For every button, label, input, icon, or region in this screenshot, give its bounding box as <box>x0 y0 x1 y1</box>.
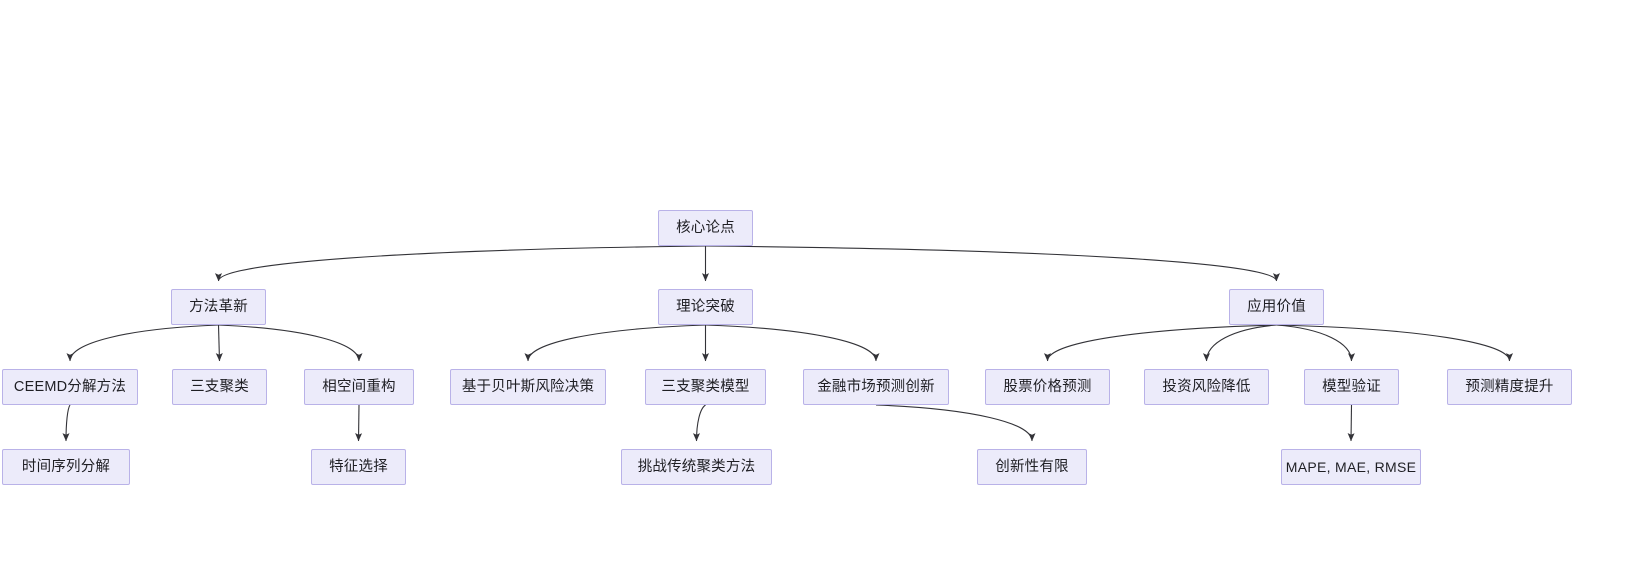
node-label-sub1: 时间序列分解 <box>21 458 111 475</box>
node-label-sub5: MAPE, MAE, RMSE <box>1285 459 1417 475</box>
edge-root-to-branch1 <box>215 245 706 282</box>
node-branch1[interactable]: 方法革新 <box>171 289 266 325</box>
node-label-leaf4: 基于贝叶斯风险决策 <box>461 378 595 395</box>
node-sub4[interactable]: 创新性有限 <box>977 449 1087 485</box>
node-label-branch2: 理论突破 <box>676 298 735 315</box>
node-leaf2[interactable]: 三支聚类 <box>172 369 267 405</box>
edge-leaf9-to-sub5 <box>1347 404 1355 442</box>
node-label-leaf5: 三支聚类模型 <box>661 378 750 395</box>
node-leaf9[interactable]: 模型验证 <box>1304 369 1399 405</box>
node-root[interactable]: 核心论点 <box>658 210 753 246</box>
node-sub3[interactable]: 挑战传统聚类方法 <box>621 449 772 485</box>
node-label-branch3: 应用价值 <box>1247 298 1306 315</box>
edge-branch1-to-leaf3 <box>218 324 363 362</box>
edge-branch2-to-leaf6 <box>705 324 880 362</box>
node-label-leaf9: 模型验证 <box>1322 378 1381 395</box>
edge-branch3-to-leaf8 <box>1202 324 1277 362</box>
edge-leaf3-to-sub2 <box>355 404 363 442</box>
node-label-leaf7: 股票价格预测 <box>1003 378 1092 395</box>
edge-group <box>62 245 1513 442</box>
node-label-leaf6: 金融市场预测创新 <box>817 378 935 395</box>
edge-root-to-branch3 <box>705 245 1280 282</box>
node-leaf7[interactable]: 股票价格预测 <box>985 369 1110 405</box>
node-leaf8[interactable]: 投资风险降低 <box>1144 369 1269 405</box>
edge-branch1-to-leaf2 <box>215 324 223 362</box>
edge-leaf1-to-sub1 <box>62 404 71 442</box>
edge-leaf5-to-sub3 <box>692 404 706 442</box>
node-label-root: 核心论点 <box>676 219 735 236</box>
edge-branch3-to-leaf7 <box>1044 324 1277 362</box>
node-label-leaf10: 预测精度提升 <box>1465 378 1554 395</box>
node-branch3[interactable]: 应用价值 <box>1229 289 1324 325</box>
node-label-sub4: 创新性有限 <box>995 458 1069 475</box>
node-label-leaf2: 三支聚类 <box>190 378 249 395</box>
node-label-leaf8: 投资风险降低 <box>1162 378 1251 395</box>
edge-leaf6-to-sub4 <box>875 404 1036 442</box>
node-branch2[interactable]: 理论突破 <box>658 289 753 325</box>
node-label-branch1: 方法革新 <box>189 298 248 315</box>
node-leaf5[interactable]: 三支聚类模型 <box>645 369 766 405</box>
node-leaf10[interactable]: 预测精度提升 <box>1447 369 1572 405</box>
node-label-sub3: 挑战传统聚类方法 <box>637 458 756 475</box>
node-label-leaf3: 相空间重构 <box>322 378 396 395</box>
node-leaf6[interactable]: 金融市场预测创新 <box>803 369 949 405</box>
edge-branch1-to-leaf1 <box>66 324 219 362</box>
node-sub1[interactable]: 时间序列分解 <box>2 449 130 485</box>
node-leaf1[interactable]: CEEMD分解方法 <box>2 369 138 405</box>
edge-branch3-to-leaf10 <box>1276 324 1513 362</box>
node-sub2[interactable]: 特征选择 <box>311 449 406 485</box>
node-label-sub2: 特征选择 <box>329 458 388 475</box>
edge-branch3-to-leaf9 <box>1276 324 1356 362</box>
node-leaf4[interactable]: 基于贝叶斯风险决策 <box>450 369 606 405</box>
node-sub5[interactable]: MAPE, MAE, RMSE <box>1281 449 1421 485</box>
edge-branch2-to-leaf4 <box>524 324 706 362</box>
node-leaf3[interactable]: 相空间重构 <box>304 369 414 405</box>
node-label-leaf1: CEEMD分解方法 <box>13 378 127 395</box>
